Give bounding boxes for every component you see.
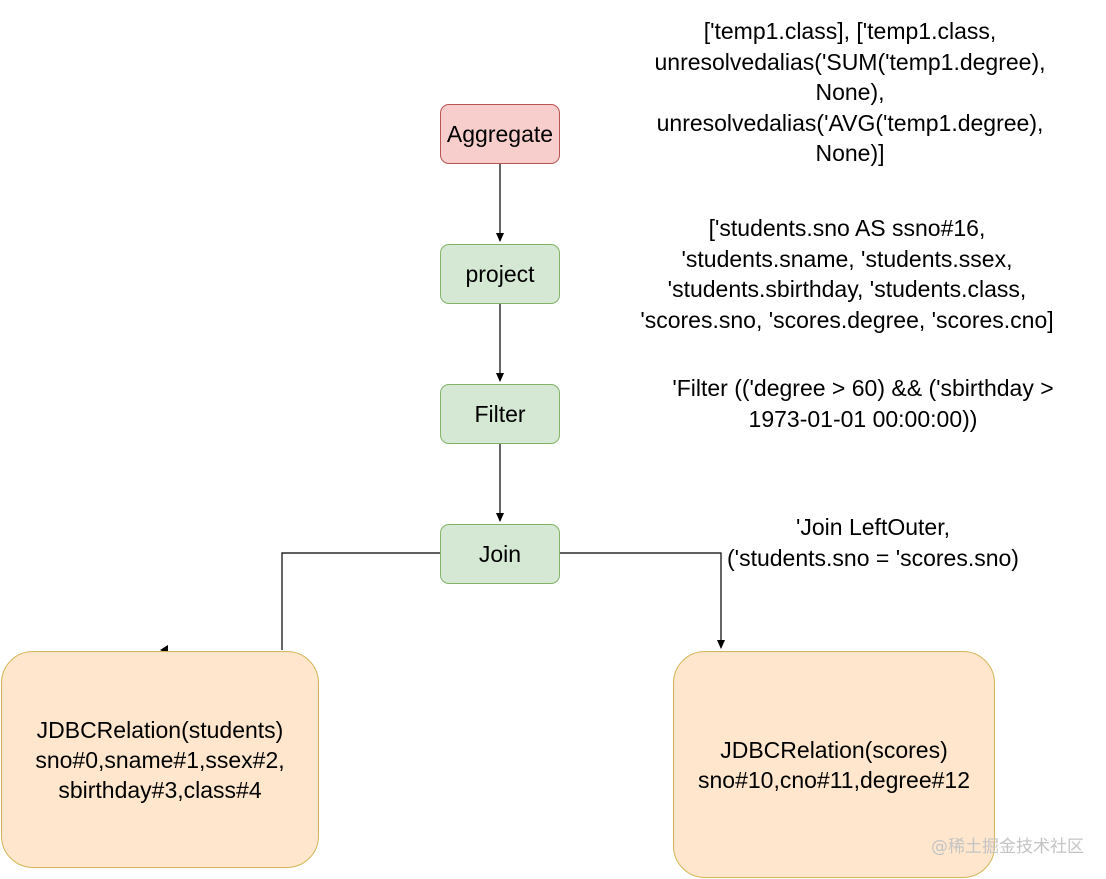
aggregate-annotation: ['temp1.class], ['temp1.class, unresolve… [600, 16, 1100, 169]
join-annotation-line: ('students.sno = 'scores.sno) [727, 544, 1019, 571]
project-annotation-line: 'students.sname, 'students.ssex, [681, 245, 1013, 272]
aggregate-annotation-line: unresolvedalias('AVG('temp1.degree), [656, 109, 1044, 136]
filter-annotation: 'Filter (('degree > 60) && ('sbirthday >… [613, 373, 1106, 434]
aggregate-node-label: Aggregate [446, 121, 554, 147]
join-annotation-line: 'Join LeftOuter, [796, 514, 950, 540]
project-node[interactable]: project [440, 244, 560, 304]
edge-join-scores [560, 552, 725, 649]
join-node[interactable]: Join [440, 524, 560, 584]
project-annotation-line: 'scores.sno, 'scores.degree, 'scores.cno… [640, 306, 1054, 333]
project-annotation-line: 'students.sbirthday, 'students.class, [667, 276, 1027, 302]
watermark: @稀土掘金技术社区 [931, 837, 1084, 857]
filter-node[interactable]: Filter [440, 384, 560, 444]
aggregate-annotation-line: None), [815, 79, 885, 105]
join-node-label: Join [478, 541, 522, 567]
aggregate-annotation-line: None)] [815, 140, 885, 166]
project-node-label: project [465, 261, 535, 287]
filter-annotation-line: 1973-01-01 00:00:00)) [748, 405, 978, 432]
aggregate-annotation-line: unresolvedalias('SUM('temp1.degree), [654, 48, 1046, 75]
aggregate-annotation-line: ['temp1.class], ['temp1.class, [703, 18, 997, 44]
scores-relation-label: JDBCRelation(scores) sno#10,cno#11,degre… [698, 736, 970, 793]
project-annotation: ['students.sno AS ssno#16, 'students.sna… [597, 213, 1097, 335]
students-relation-label: JDBCRelation(students) sno#0,sname#1,sse… [35, 716, 285, 803]
edge-join-students [281, 552, 440, 650]
scores-relation-node[interactable]: JDBCRelation(scores) sno#10,cno#11,degre… [673, 651, 995, 878]
project-annotation-line: ['students.sno AS ssno#16, [708, 215, 986, 241]
students-relation-node[interactable]: JDBCRelation(students) sno#0,sname#1,sse… [1, 651, 319, 868]
aggregate-node[interactable]: Aggregate [440, 104, 560, 164]
filter-node-label: Filter [474, 401, 526, 427]
filter-annotation-line: 'Filter (('degree > 60) && ('sbirthday > [672, 375, 1054, 401]
join-annotation: 'Join LeftOuter, ('students.sno = 'score… [623, 512, 1106, 573]
